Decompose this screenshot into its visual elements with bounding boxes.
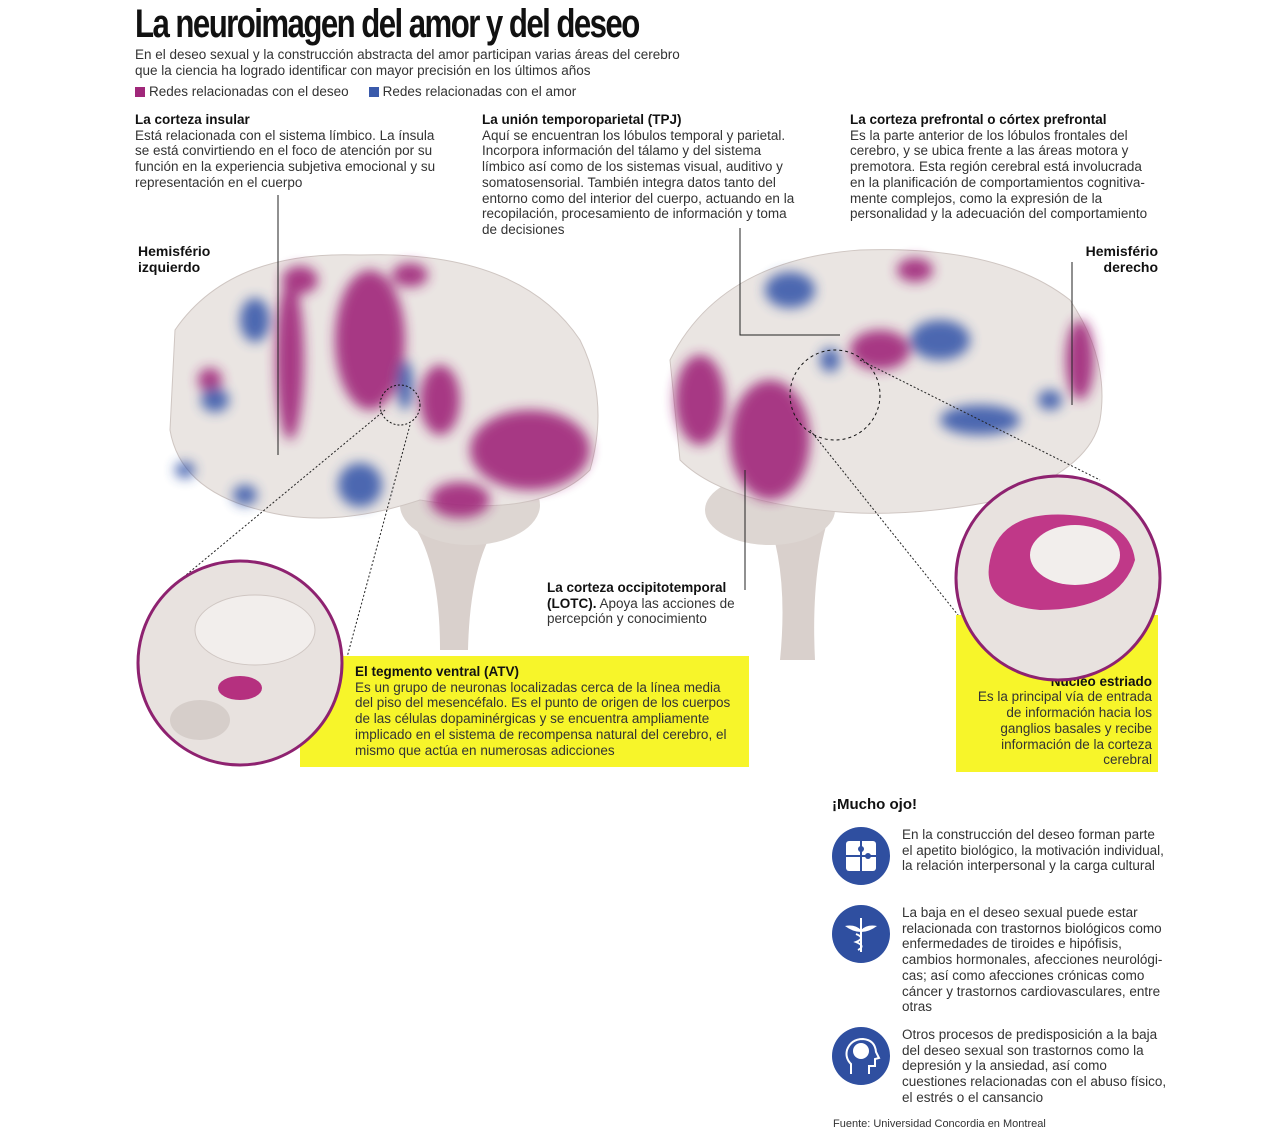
left-hemisphere-label: Hemisfério izquierdo xyxy=(138,243,211,275)
source-note: Fuente: Universidad Concordia en Montrea… xyxy=(833,1118,1046,1130)
tip-item: En la construcción del deseo forman part… xyxy=(832,827,1172,885)
right-brain xyxy=(669,249,1103,514)
brain-illustration xyxy=(169,195,1103,721)
mucho-ojo-heading: ¡Mucho ojo! xyxy=(832,796,917,813)
lotc-block: La corteza occipitotemporal (LOTC). Apoy… xyxy=(547,580,735,627)
nucleo-detail-circle xyxy=(954,474,1162,682)
left-brainstem xyxy=(410,520,500,650)
legend-desire: Redes relacionadas con el deseo xyxy=(135,84,349,99)
detail-circles xyxy=(136,474,1162,767)
caduceus-icon xyxy=(832,905,890,963)
head-brain-icon xyxy=(832,1027,890,1085)
right-hemisphere-label: Hemisfério derecho xyxy=(1085,243,1158,275)
legend-love: Redes relacionadas con el amor xyxy=(368,84,576,99)
left-brain xyxy=(169,254,599,519)
legend: Redes relacionadas con el deseo Redes re… xyxy=(135,84,576,99)
tpj-block: La unión temporoparietal (TPJ)Aquí se en… xyxy=(482,112,795,237)
page-title: La neuroimagen del amor y del deseo xyxy=(135,2,640,46)
tip-item: La baja en el deseo sexual puede estar r… xyxy=(832,905,1172,1015)
atv-box: El tegmento ventral (ATV)Es un grupo de … xyxy=(300,656,749,767)
prefrontal-block: La corteza prefrontal o córtex prefronta… xyxy=(850,112,1148,222)
leader-lines xyxy=(179,195,1101,721)
tip-item: Otros procesos de predisposición a la ba… xyxy=(832,1027,1172,1106)
puzzle-icon xyxy=(832,827,890,885)
atv-detail-circle xyxy=(136,559,344,767)
subtitle: En el deseo sexual y la construcción abs… xyxy=(135,47,680,78)
